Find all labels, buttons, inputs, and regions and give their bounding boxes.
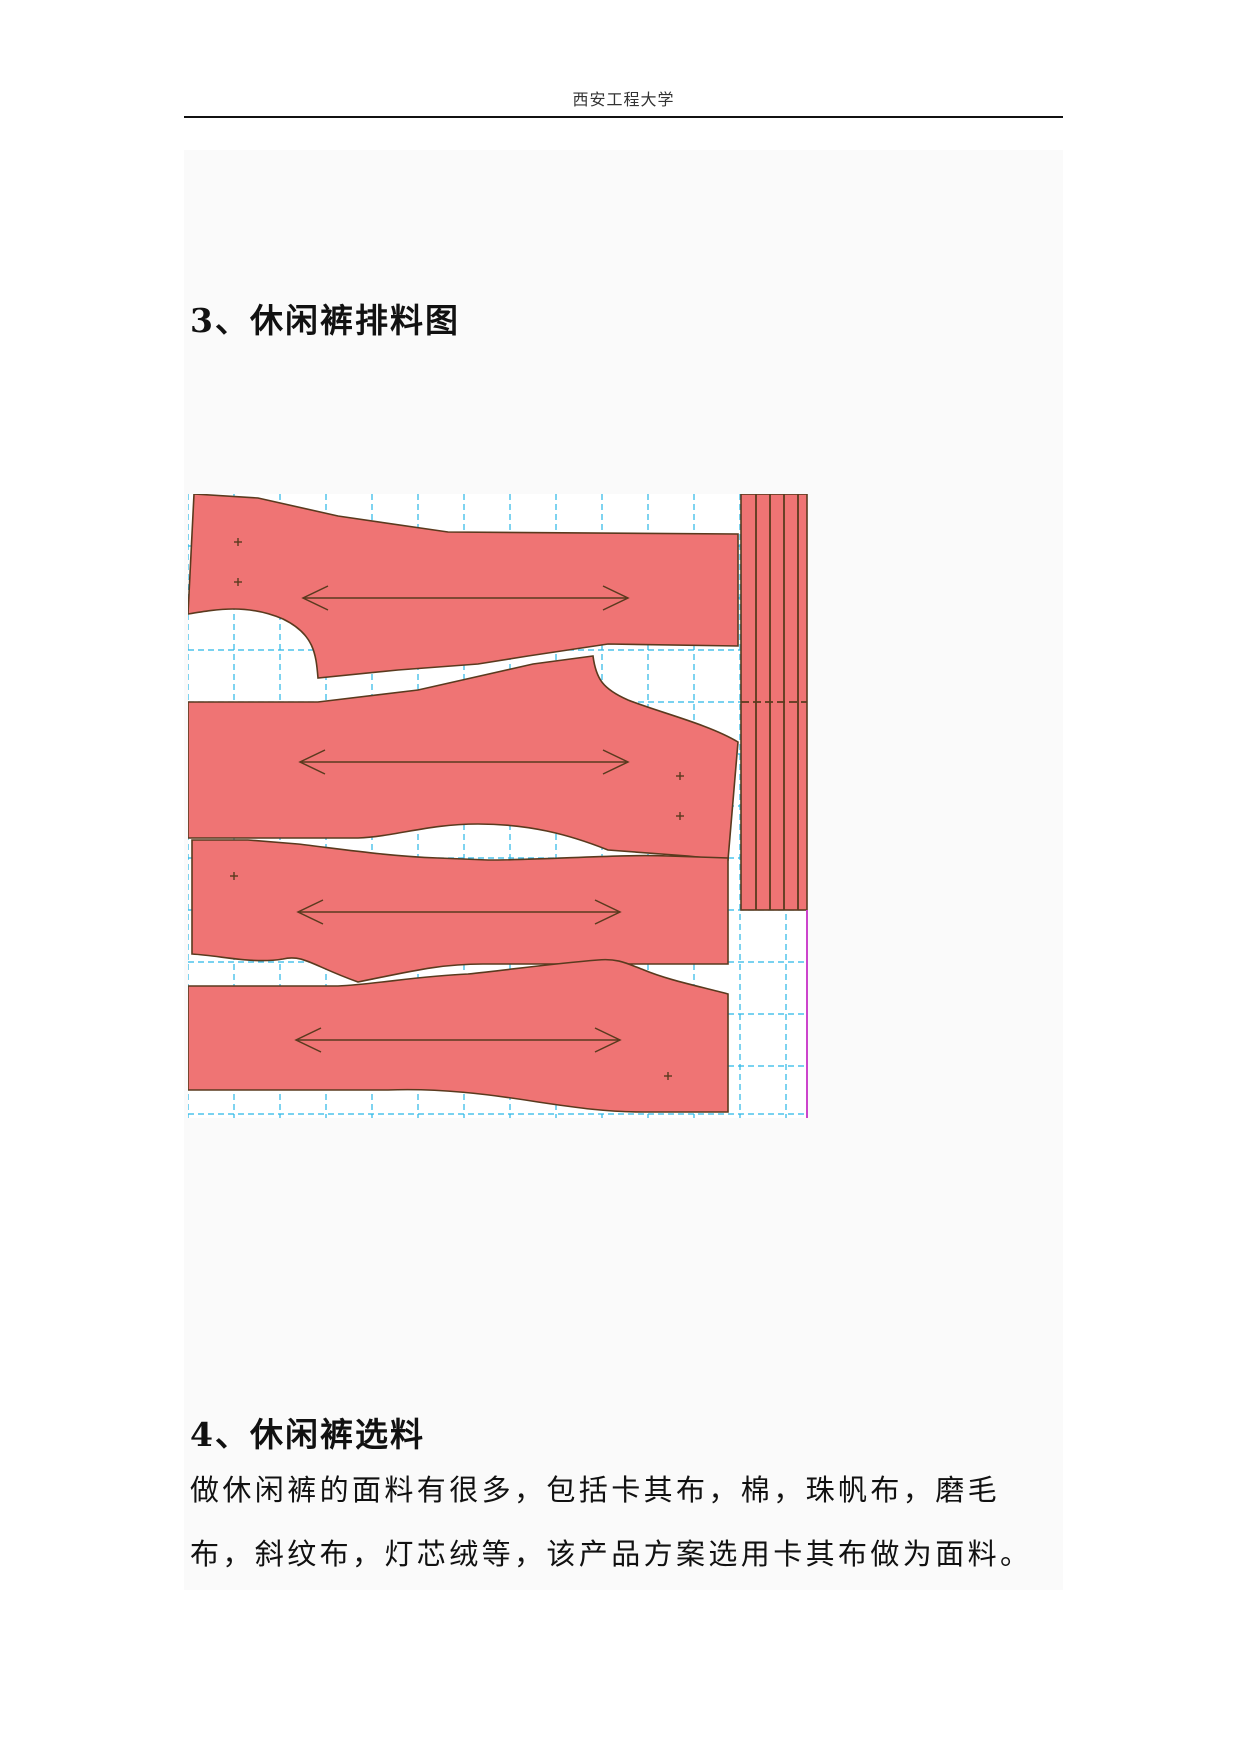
grainline-arrow-1 (301, 585, 630, 611)
drill-mark-2 (234, 578, 242, 586)
grainline-arrow-3 (296, 899, 622, 925)
drill-mark-4 (676, 812, 684, 820)
marker-layout-figure (188, 494, 808, 1118)
pattern-piece-3 (191, 839, 729, 983)
drill-mark-5 (230, 872, 238, 880)
grainline-arrow-2 (298, 749, 630, 775)
drill-mark-6 (664, 1072, 672, 1080)
pattern-piece-2 (188, 655, 739, 861)
page-header: 西安工程大学 (184, 84, 1063, 118)
marker-layout-svg (188, 494, 808, 1118)
section-heading-marker-layout: 3、休闲裤排料图 (190, 301, 460, 340)
fabric-paragraph: 做休闲裤的面料有很多，包括卡其布，棉，珠帆布，磨毛布，斜纹布，灯芯绒等，该产品方… (190, 1473, 1033, 1571)
drill-mark-1 (234, 538, 242, 546)
pattern-piece-4 (188, 958, 729, 1113)
drill-mark-3 (676, 772, 684, 780)
header-title: 西安工程大学 (572, 90, 675, 109)
section-heading-fabric-selection: 4、休闲裤选料 (190, 1415, 425, 1454)
grainline-arrow-4 (294, 1027, 622, 1053)
pattern-piece-1 (188, 494, 739, 679)
